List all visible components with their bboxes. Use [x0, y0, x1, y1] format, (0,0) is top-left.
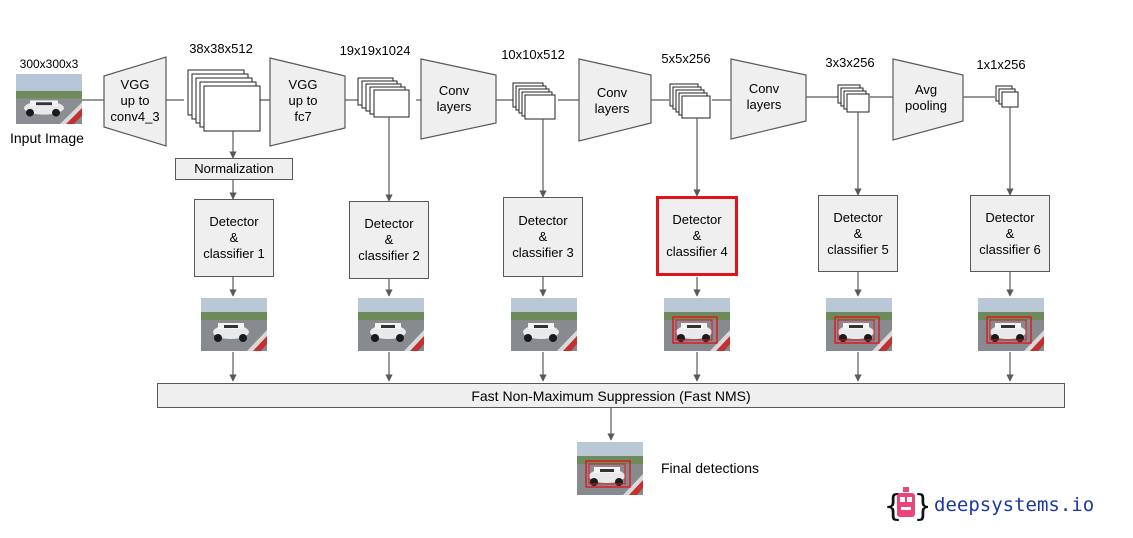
detection-image-1 [201, 298, 267, 351]
stage-dim-label: 10x10x512 [501, 47, 565, 62]
feature-map-10 [512, 82, 556, 120]
stage-dim-label: 3x3x256 [825, 55, 875, 70]
final-detection-image [577, 442, 643, 495]
normalization-box: Normalization [175, 158, 293, 180]
input-dim-label: 300x300x3 [19, 57, 79, 71]
brand-logo: { } deepsystems.io [884, 485, 1094, 525]
detector-classifier-1: Detector&classifier 1 [194, 199, 274, 277]
fast-nms-box: Fast Non-Maximum Suppression (Fast NMS) [157, 383, 1065, 408]
feature-map-5 [669, 83, 711, 119]
stage-dim-label: 1x1x256 [976, 57, 1026, 72]
feature-map-3 [837, 84, 870, 113]
detector-classifier-4-highlighted: Detector&classifier 4 [656, 196, 738, 276]
stage-dim-label: 19x19x1024 [339, 43, 411, 58]
robot-icon: { } [884, 487, 928, 524]
vgg-conv4-block [103, 56, 167, 147]
feature-map-1 [995, 85, 1019, 108]
feature-map-19 [357, 77, 410, 118]
detector-classifier-5: Detector&classifier 5 [818, 195, 898, 272]
vgg-fc7-block [269, 57, 346, 147]
stage-dim-label: 38x38x512 [189, 41, 253, 56]
detector-classifier-6: Detector&classifier 6 [970, 195, 1050, 272]
detector-connectors [229, 107, 1014, 441]
feature-map-38 [187, 69, 261, 132]
detection-image-5 [826, 298, 892, 351]
brand-text: deepsystems.io [934, 494, 1095, 516]
conv-layers-block-2 [578, 58, 652, 142]
final-detections-label: Final detections [661, 460, 760, 476]
input-image [16, 74, 82, 124]
conv-layers-block-1 [420, 58, 497, 140]
svg-text:}: } [914, 489, 928, 524]
avg-pooling-block [892, 58, 964, 141]
detection-image-4 [664, 298, 730, 351]
detector-classifier-3: Detector&classifier 3 [503, 197, 583, 277]
detection-image-3 [511, 298, 577, 351]
input-caption: Input Image [10, 130, 84, 146]
detection-image-2 [358, 298, 424, 351]
detection-image-6 [978, 298, 1044, 351]
conv-layers-block-3 [730, 58, 807, 140]
stage-dim-label: 5x5x256 [661, 51, 711, 66]
detector-classifier-2: Detector&classifier 2 [349, 201, 429, 279]
